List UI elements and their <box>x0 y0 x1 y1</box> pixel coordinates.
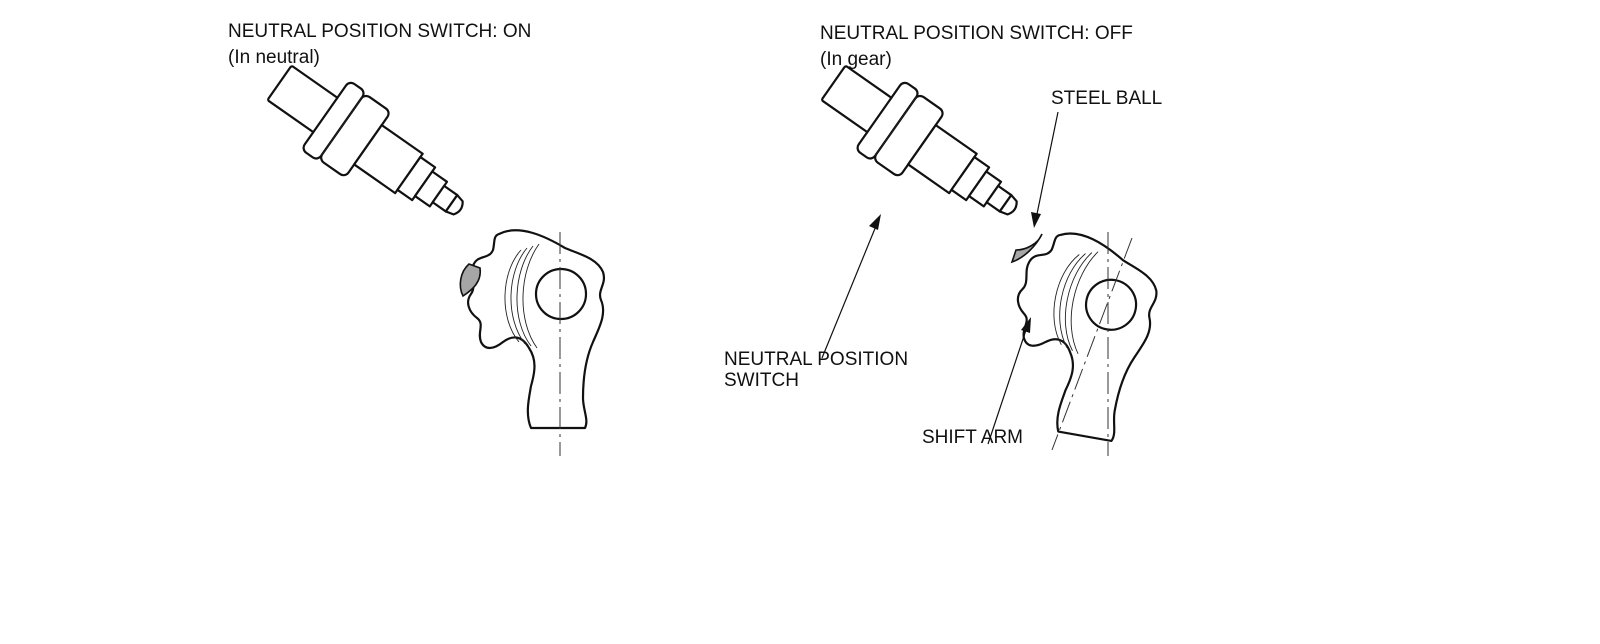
right-title-line1: NEUTRAL POSITION SWITCH: OFF <box>820 23 1133 44</box>
steel-ball-label: STEEL BALL <box>1051 88 1163 109</box>
neutral-switch-label-line2: SWITCH <box>724 370 799 391</box>
left-title-line2: (In neutral) <box>228 47 320 68</box>
left-shift-arm <box>467 229 606 430</box>
shift-arm-leader <box>987 317 1031 445</box>
neutral-switch-leader <box>821 214 881 359</box>
right-shift-arm <box>995 224 1166 446</box>
neutral-switch-label-line1: NEUTRAL POSITION <box>724 349 909 370</box>
left-neutral-switch-assembly <box>254 47 606 456</box>
steel-ball-leader <box>1031 111 1059 228</box>
right-title-line2: (In gear) <box>820 49 892 70</box>
left-steel-ball <box>459 263 482 298</box>
left-title-line1: NEUTRAL POSITION SWITCH: ON <box>228 21 532 42</box>
right-switch-body <box>808 47 1040 246</box>
right-arm-axis <box>1051 237 1133 451</box>
right-neutral-switch-assembly <box>808 47 1166 456</box>
right-steel-ball <box>1010 233 1043 264</box>
shift-arm-label: SHIFT ARM <box>922 427 1023 448</box>
left-switch-body <box>254 47 486 246</box>
